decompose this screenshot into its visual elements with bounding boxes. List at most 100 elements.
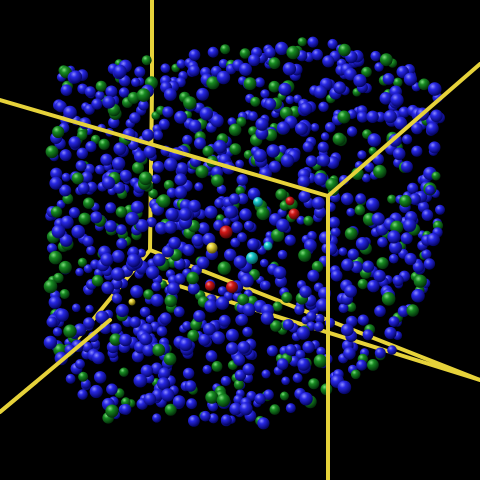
green-atom [268,80,281,93]
blue-atom [296,326,310,340]
blue-atom [129,112,141,124]
blue-atom [218,58,229,69]
blue-atom [276,218,290,232]
green-atom [418,78,430,91]
blue-atom [346,207,356,217]
blue-atom [242,326,253,337]
green-atom [43,279,58,294]
green-atom [268,57,281,70]
blue-atom [222,217,231,227]
green-atom [148,188,158,199]
blue-atom [100,153,113,166]
blue-atom [151,174,161,184]
blue-atom [307,269,320,282]
blue-atom [382,73,395,85]
blue-atom [81,171,93,183]
blue-atom [161,245,174,258]
green-atom [53,272,64,284]
blue-atom [355,193,366,205]
blue-atom [299,285,312,298]
blue-atom [166,187,178,198]
blue-atom [76,147,89,159]
blue-atom [176,59,186,69]
blue-atom [152,130,164,141]
blue-atom [111,293,123,304]
blue-atom [384,326,397,340]
blue-atom [111,156,126,171]
blue-atom [233,255,247,269]
blue-atom [388,253,399,264]
blue-atom [142,344,155,357]
green-atom [303,215,314,226]
blue-atom [366,197,380,212]
blue-atom [173,306,185,318]
blue-atom [91,351,105,365]
blue-atom [247,187,261,201]
box-edge [0,98,330,198]
blue-atom [346,126,358,137]
box-edge [0,380,38,414]
blue-atom [347,248,359,260]
blue-atom [322,55,335,68]
blue-atom [411,145,423,157]
blue-atom [174,273,186,285]
blue-atom [83,317,95,329]
blue-atom [46,243,58,254]
blue-atom [235,159,245,169]
blue-atom [116,238,128,250]
blue-atom [397,305,410,318]
blue-atom [318,101,329,113]
blue-atom [111,267,125,281]
blue-atom [131,77,141,88]
blue-atom [239,402,253,416]
blue-atom [179,337,193,352]
blue-atom [313,85,327,99]
green-atom [138,171,153,186]
blue-atom [105,85,118,98]
blue-atom [119,333,132,347]
green-atom [59,289,70,299]
blue-atom [75,359,85,369]
red-atom [285,196,295,206]
blue-atom [315,298,330,312]
blue-atom [200,410,211,422]
green-atom [311,260,324,273]
green-atom [206,76,220,90]
green-atom [298,248,312,262]
blue-atom [55,100,67,113]
green-atom [217,261,231,275]
green-atom [413,274,427,288]
blue-atom [95,310,109,324]
green-atom [143,289,154,300]
blue-atom [71,303,81,313]
blue-atom [84,86,96,98]
blue-atom [50,167,63,180]
blue-atom [186,398,198,410]
green-atom [281,292,293,303]
blue-atom [423,258,436,270]
blue-atom [388,316,400,327]
blue-atom [435,204,445,215]
blue-atom [356,359,367,371]
green-atom [50,206,63,218]
blue-atom [208,401,219,412]
green-atom [156,194,171,208]
blue-atom [427,82,442,96]
blue-atom [204,299,218,313]
blue-atom [275,41,289,56]
blue-atom [338,247,348,256]
green-atom [220,44,231,55]
green-atom [239,48,251,59]
blue-atom [242,303,256,317]
blue-atom [357,150,367,160]
box-edge [326,62,480,198]
blue-atom [188,415,200,427]
blue-atom [426,232,440,247]
green-atom [136,88,151,102]
blue-atom [273,266,287,280]
blue-atom [77,182,90,195]
blue-atom [383,110,397,124]
blue-atom [411,288,425,303]
green-atom [279,391,289,401]
